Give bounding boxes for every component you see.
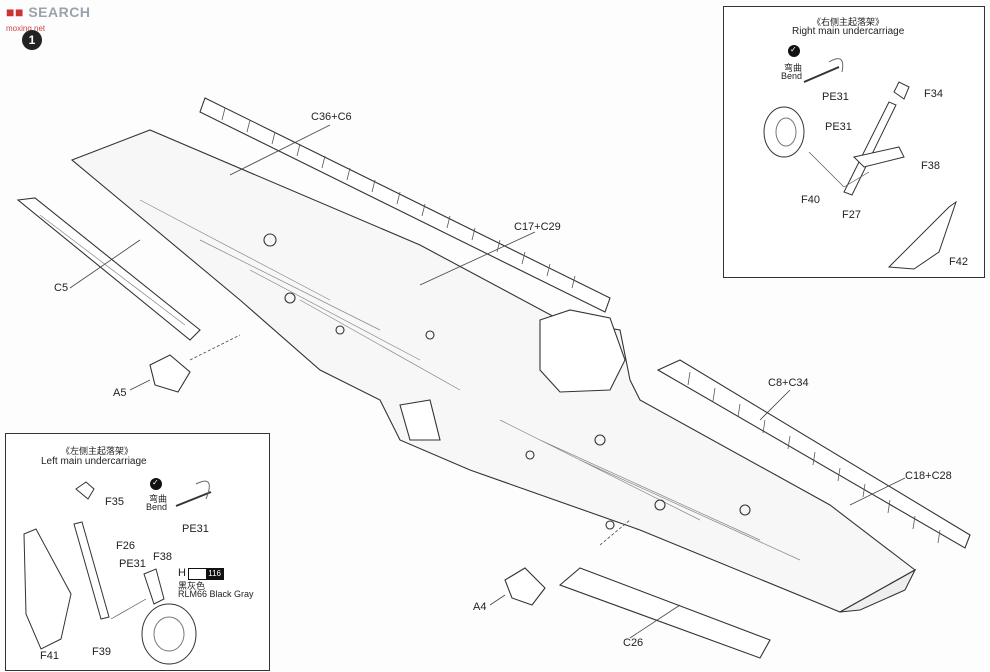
- left-panel-title-en: Left main undercarriage: [41, 456, 147, 467]
- right-bend-en: Bend: [781, 71, 803, 81]
- part-a5: [149, 354, 191, 393]
- left-label-f39: F39: [92, 646, 111, 658]
- right-panel-title-en: Right main undercarriage: [792, 26, 905, 37]
- label-c26: C26: [623, 637, 644, 649]
- left-wheel: [141, 603, 197, 665]
- right-label-f42: F42: [949, 256, 968, 268]
- right-wingtip: [839, 568, 917, 613]
- left-label-pe31-b: PE31: [119, 558, 146, 570]
- left-label-f26: F26: [116, 540, 135, 552]
- center-section: [539, 309, 626, 393]
- aileron-c26: [558, 567, 771, 659]
- aileron-c5: [16, 197, 201, 341]
- color-name-cn: 黑灰色: [178, 581, 206, 591]
- label-c8-c34: C8+C34: [768, 377, 809, 389]
- right-label-f38: F38: [921, 160, 940, 172]
- left-label-f35: F35: [105, 496, 124, 508]
- color-name-en: RLM66 Black Gray: [178, 589, 254, 599]
- color-code-letter: H: [178, 567, 186, 579]
- right-bend-cn: 弯曲: [784, 63, 803, 73]
- flap-c36-c6: [199, 97, 611, 313]
- right-label-f34: F34: [924, 88, 943, 100]
- label-c17-c29: C17+C29: [514, 221, 561, 233]
- bend-icon-left: [150, 478, 162, 490]
- watermark-text: SEARCH: [28, 4, 91, 20]
- label-a5: A5: [113, 387, 127, 399]
- right-wheel: [763, 106, 805, 158]
- right-label-f40: F40: [801, 194, 820, 206]
- left-label-f38: F38: [153, 551, 172, 563]
- flap-c8-c34: [656, 359, 971, 549]
- color-code-number: 116: [206, 569, 223, 579]
- right-label-pe31-b: PE31: [825, 121, 852, 133]
- watermark-logo: ■■ SEARCH: [6, 4, 91, 20]
- right-label-f27: F27: [842, 209, 861, 221]
- right-gear-door-f42: [887, 200, 957, 270]
- step-number-badge: 1: [22, 30, 42, 50]
- color-code-box: 116: [188, 568, 224, 580]
- left-gear-door-f41: [23, 528, 72, 650]
- part-a4: [504, 567, 546, 606]
- left-undercarriage-drawing: [23, 480, 212, 665]
- label-c36-c6: C36+C6: [311, 111, 352, 123]
- label-a4: A4: [473, 601, 487, 613]
- right-undercarriage-panel: 《右侧主起落架》 Right main undercarriage 弯曲 Ben…: [723, 6, 985, 278]
- label-c18-c28: C18+C28: [905, 470, 952, 482]
- left-label-f41: F41: [40, 650, 59, 662]
- right-undercarriage-drawing: [763, 58, 957, 270]
- bend-icon-right: [788, 45, 800, 57]
- right-label-pe31-a: PE31: [822, 91, 849, 103]
- left-undercarriage-panel: 《左侧主起落架》 Left main undercarriage 弯曲 Bend…: [5, 433, 270, 671]
- left-bend-cn: 弯曲: [149, 494, 168, 504]
- left-panel-title-cn: 《左侧主起落架》: [61, 446, 134, 456]
- left-label-pe31-a: PE31: [182, 523, 209, 535]
- left-bend-en: Bend: [146, 502, 168, 512]
- watermark-sub: moxing.net: [6, 24, 46, 33]
- right-panel-title-cn: 《右侧主起落架》: [812, 17, 885, 27]
- label-c5: C5: [54, 282, 69, 294]
